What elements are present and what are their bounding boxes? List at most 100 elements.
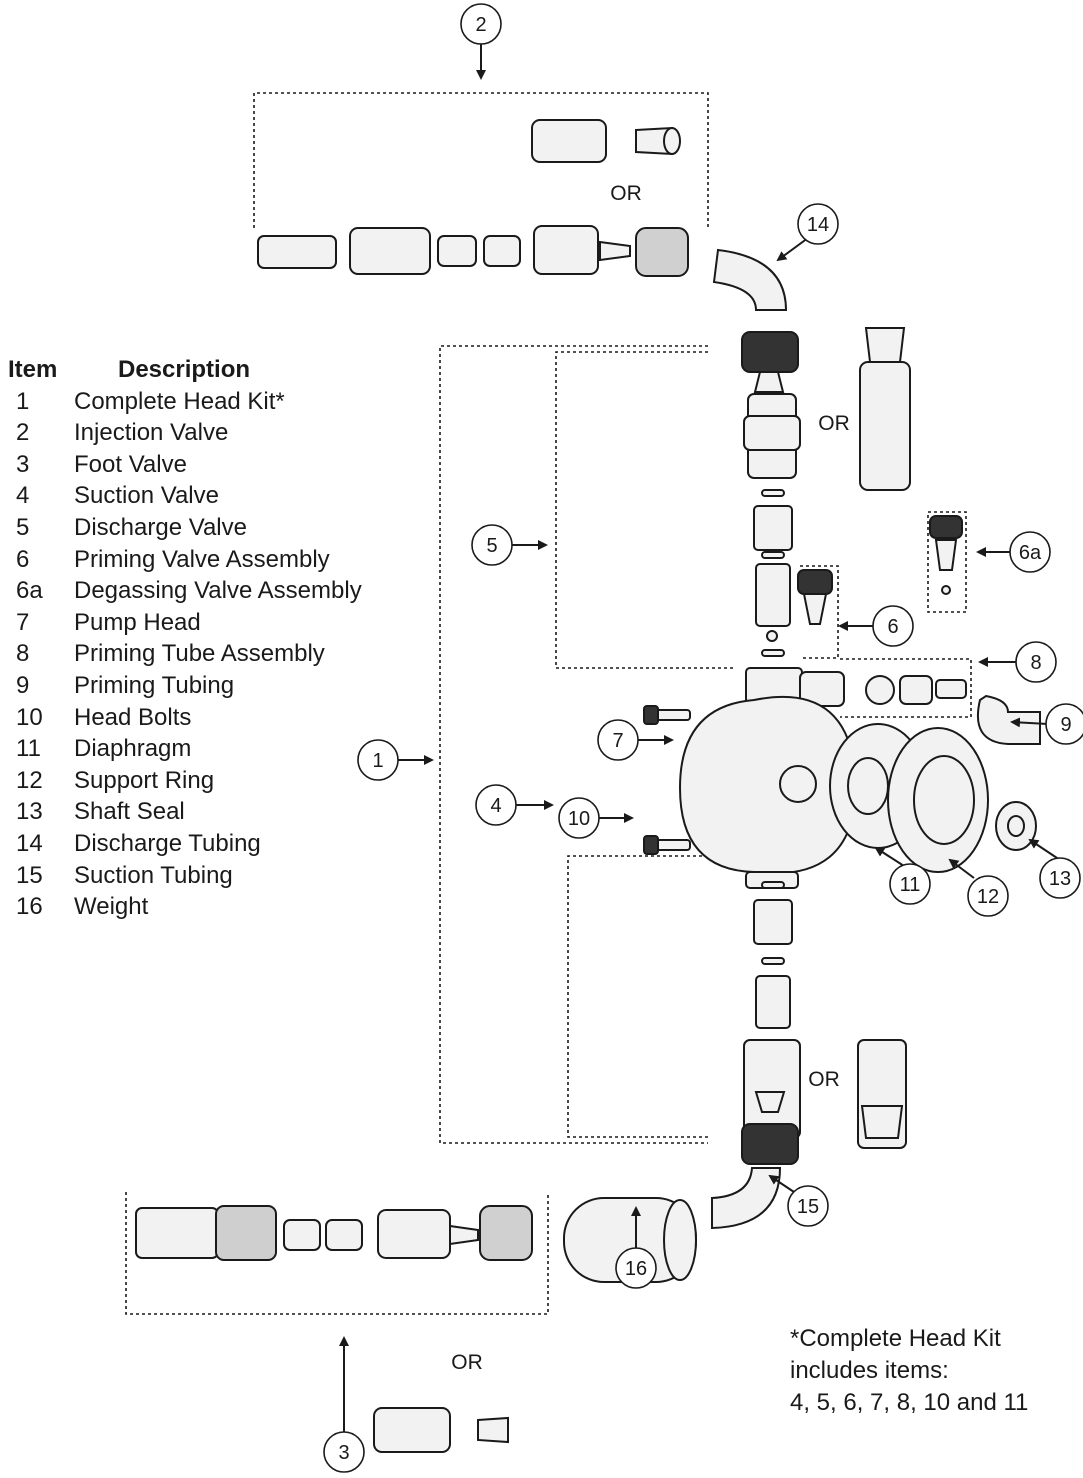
legend-item-description: Priming Tubing (74, 671, 235, 699)
legend-row: 14 Discharge Tubing (8, 828, 362, 860)
legend-row: 11 Diaphragm (8, 733, 362, 765)
legend-item-description: Injection Valve (74, 419, 229, 447)
callout-6-circle (872, 605, 914, 647)
legend-item-description: Foot Valve (74, 450, 187, 478)
or-label-foot: OR (451, 1351, 483, 1374)
legend-item-number: 1 (16, 387, 30, 415)
callout-1: 1 (372, 750, 383, 772)
legend-row: 1 Complete Head Kit* (8, 386, 362, 418)
callout-7-circle (597, 719, 639, 761)
dashed-group-boxes (125, 92, 972, 1315)
legend-item-description: Discharge Tubing (74, 829, 261, 857)
legend-row: 4 Suction Valve (8, 480, 362, 512)
legend-item-number: 14 (16, 829, 43, 857)
legend-item-description: Suction Valve (74, 482, 219, 510)
note-line-3: 4, 5, 6, 7, 8, 10 and 11 (790, 1389, 1029, 1416)
legend-row: 8 Priming Tube Assembly (8, 638, 362, 670)
legend-row: 6a Degassing Valve Assembly (8, 575, 362, 607)
callout-12: 12 (977, 886, 999, 908)
legend-item-description: Priming Tube Assembly (74, 640, 325, 668)
callout-5-circle (471, 524, 513, 566)
legend-item-description: Support Ring (74, 766, 215, 794)
callout-circles (323, 3, 1083, 1473)
callout-8: 8 (1030, 652, 1041, 674)
legend-item-description: Suction Tubing (74, 861, 233, 889)
legend-item-number: 13 (16, 798, 43, 826)
legend-item-number: 15 (16, 861, 43, 889)
note-line-2: includes items: (790, 1357, 949, 1384)
legend-row: 16 Weight (8, 891, 362, 923)
callout-12-circle (967, 875, 1009, 917)
leader-arrows (339, 44, 1061, 1432)
legend-item-description: Pump Head (74, 608, 201, 636)
legend-item-number: 10 (16, 703, 43, 731)
legend-row: 9 Priming Tubing (8, 670, 362, 702)
callout-6a-circle (1009, 531, 1051, 573)
legend-row: 15 Suction Tubing (8, 860, 362, 892)
legend-row: 2 Injection Valve (8, 417, 362, 449)
legend-item-description: Shaft Seal (74, 798, 185, 826)
legend-item-number: 5 (16, 513, 30, 541)
legend-row: 6 Priming Valve Assembly (8, 544, 362, 576)
callout-6a: 6a (1019, 542, 1042, 564)
legend-header: Item Description (8, 354, 362, 386)
callout-4: 4 (490, 795, 501, 817)
legend-item-number: 6 (16, 545, 30, 573)
legend-rows: 1 Complete Head Kit* 2 Injection Valve 3 Foot… (8, 386, 362, 923)
callout-13-circle (1039, 857, 1081, 899)
callout-5: 5 (486, 535, 497, 557)
legend-item-number: 12 (16, 766, 43, 794)
callout-3: 3 (338, 1442, 349, 1464)
legend-item-number: 2 (16, 419, 30, 447)
legend-item-number: 9 (16, 671, 30, 699)
legend-item-number: 8 (16, 640, 30, 668)
callout-10-circle (558, 797, 600, 839)
callout-14: 14 (807, 214, 829, 236)
head-kit-note: *Complete Head Kit includes items: 4, 5,… (790, 1323, 1028, 1419)
legend-item-number: 4 (16, 482, 30, 510)
legend-header-item: Item (8, 356, 58, 383)
legend-item-number: 11 (16, 735, 41, 763)
callout-11-circle (889, 863, 931, 905)
legend-item-description: Complete Head Kit* (74, 387, 285, 415)
legend-item-description: Head Bolts (74, 703, 192, 731)
callout-10: 10 (568, 808, 590, 830)
callout-9-circle (1045, 703, 1083, 745)
or-label-discharge: OR (818, 412, 850, 435)
or-label-injection: OR (610, 182, 642, 205)
legend-row: 13 Shaft Seal (8, 796, 362, 828)
callout-2-circle (460, 3, 502, 45)
legend-row: 7 Pump Head (8, 607, 362, 639)
legend-item-description: Discharge Valve (74, 513, 247, 541)
legend-item-description: Priming Valve Assembly (74, 545, 330, 573)
callout-numbers: 2 14 5 6 6a 8 1 7 10 9 11 12 13 4 15 16 … (338, 14, 1071, 1464)
legend-item-number: 7 (16, 608, 30, 636)
callout-9: 9 (1060, 714, 1071, 736)
legend-item-description: Diaphragm (74, 735, 192, 763)
parts-legend: Item Description 1 Complete Head Kit* 2 Inj… (8, 354, 362, 923)
legend-row: 12 Support Ring (8, 765, 362, 797)
callout-15-circle (787, 1185, 829, 1227)
callout-1-circle (357, 739, 399, 781)
legend-item-description: Weight (74, 893, 149, 921)
callout-11: 11 (900, 874, 921, 896)
note-line-1: *Complete Head Kit (790, 1325, 1001, 1352)
or-labels: OR OR OR OR (451, 182, 850, 1374)
legend-item-description: Degassing Valve Assembly (74, 577, 362, 605)
callout-15: 15 (797, 1196, 819, 1218)
callout-4-circle (475, 784, 517, 826)
callout-7: 7 (612, 730, 623, 752)
callout-2: 2 (475, 14, 486, 36)
callout-6: 6 (887, 616, 898, 638)
legend-row: 5 Discharge Valve (8, 512, 362, 544)
parts-drawings (135, 119, 1041, 1453)
legend-item-number: 6a (16, 577, 43, 605)
legend-item-number: 16 (16, 893, 43, 921)
legend-header-description: Description (118, 356, 251, 383)
legend-item-number: 3 (16, 450, 30, 478)
or-label-suction: OR (808, 1068, 840, 1091)
legend-row: 10 Head Bolts (8, 702, 362, 734)
callout-8-circle (1015, 641, 1057, 683)
callout-13: 13 (1049, 868, 1071, 890)
